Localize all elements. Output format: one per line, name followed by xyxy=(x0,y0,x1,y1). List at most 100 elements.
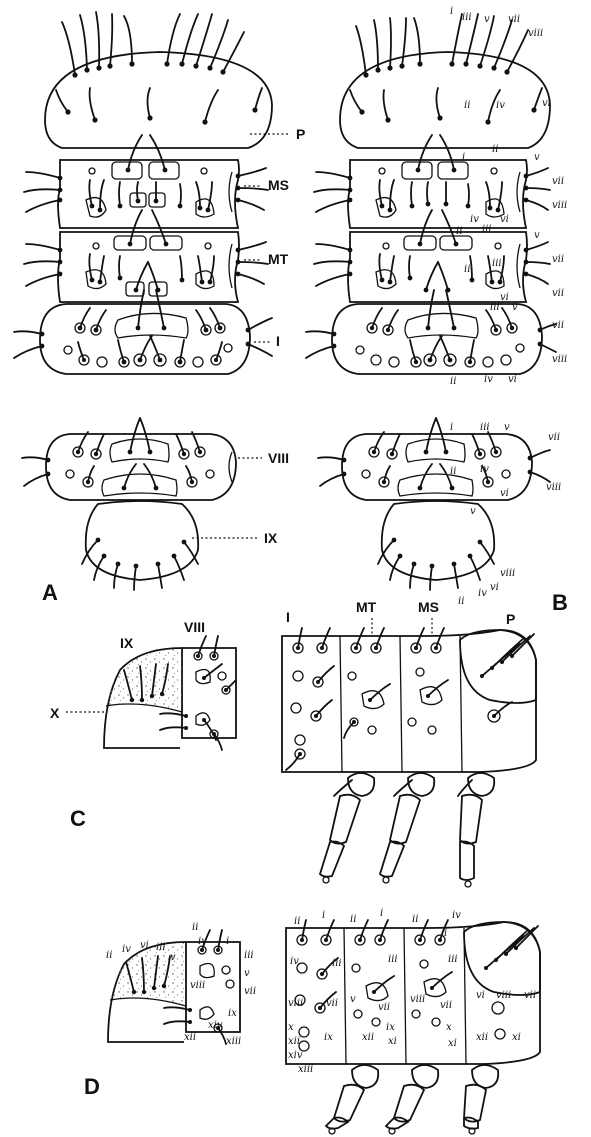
b-i-seta-viii: viii xyxy=(552,354,567,365)
d-abd-seta-xiii: xiii xyxy=(226,1036,241,1047)
b-ms-seta-vi: vi xyxy=(500,214,509,225)
b-viii-seta-v: v xyxy=(504,422,510,433)
d-abd-seta-ii: ii xyxy=(106,950,112,961)
d-th-seta-iii-2: iii xyxy=(388,954,398,965)
d-th-seta-v: v xyxy=(350,994,356,1005)
c-label-i: I xyxy=(286,609,290,625)
panel-c-label: C xyxy=(70,806,86,831)
b-viii-seta-ii: ii xyxy=(450,466,456,477)
d-abd-seta-iv: iv xyxy=(122,944,131,955)
b-viii-seta-i: i xyxy=(450,422,453,433)
b-ms-seta-i: i xyxy=(462,152,465,163)
b-p-seta-viii: viii xyxy=(528,28,543,39)
b-viii-seta-iv: iv xyxy=(480,464,489,475)
d-th-seta-xii-3: xii xyxy=(476,1032,488,1043)
pronotum-plate xyxy=(45,12,272,148)
abdominal-segment-viii-plate xyxy=(22,418,236,500)
d-th-seta-xiii: xiii xyxy=(298,1064,313,1075)
panel-b-label: B xyxy=(552,590,568,615)
label-mt: MT xyxy=(268,251,289,267)
d-th-seta-i-3: i xyxy=(444,928,447,939)
label-viii: VIII xyxy=(268,450,289,466)
d-abd-seta-v-2: v xyxy=(244,968,250,979)
d-th-seta-iii-3: iii xyxy=(448,954,458,965)
b-viii-seta-iii: iii xyxy=(480,422,490,433)
b-ix-seta-iv: iv xyxy=(478,588,487,599)
d-abd-seta-xii: xii xyxy=(184,1032,196,1043)
d-th-seta-vii: vii xyxy=(326,998,338,1009)
b-i-seta-vii: vii xyxy=(552,320,564,331)
b-ms-seta-v: v xyxy=(534,152,540,163)
c-abdomen-tip xyxy=(104,636,236,750)
b-mt-seta-vii: vii xyxy=(552,254,564,265)
b-p-seta-iii: iii xyxy=(462,12,472,23)
d-th-seta-xi: xi xyxy=(388,1036,397,1047)
c-label-mt: MT xyxy=(356,599,377,615)
c-label-ix: IX xyxy=(120,635,134,651)
panel-d-label: D xyxy=(84,1074,100,1099)
b-p-seta-iv: iv xyxy=(496,100,505,111)
d-th-seta-viii: viii xyxy=(288,998,303,1009)
d-abd-seta-iii-2: iii xyxy=(244,950,254,961)
d-th-seta-xii: xii xyxy=(288,1036,300,1047)
d-th-seta-vii-4: vii xyxy=(524,990,536,1001)
b-p-seta-vi: vi xyxy=(542,98,551,109)
metathorax-plate xyxy=(24,210,268,302)
label-p: P xyxy=(296,126,305,142)
d-th-seta-ii-2: ii xyxy=(350,914,356,925)
b-p-seta-vii: vii xyxy=(508,14,520,25)
d-th-seta-ii: ii xyxy=(294,916,300,927)
b-i-seta-ii: ii xyxy=(450,376,456,387)
mesothorax-plate xyxy=(24,135,268,228)
label-ms: MS xyxy=(268,177,289,193)
b-ix-seta-vi: vi xyxy=(490,582,499,593)
c-label-p: P xyxy=(506,611,515,627)
d-abd-seta-i: i xyxy=(226,936,229,947)
panel-b: i iii v vii viii ii iv vi xyxy=(306,6,568,615)
d-th-seta-x: x xyxy=(288,1022,294,1033)
d-th-seta-xi-3: xi xyxy=(512,1032,521,1043)
abdominal-segment-ix-plate xyxy=(82,501,198,590)
c-legs xyxy=(320,773,494,887)
b-viii-seta-vii: vii xyxy=(548,432,560,443)
d-abd-seta-iv-2: iv xyxy=(198,936,207,947)
d-abd-seta-xiv: xiv xyxy=(208,1020,223,1031)
label-i: I xyxy=(276,333,280,349)
d-th-seta-iii: iii xyxy=(332,958,342,969)
d-abd-seta-viii: viii xyxy=(190,980,205,991)
d-abd-seta-vi: vi xyxy=(140,940,149,951)
d-th-seta-viii-3: viii xyxy=(496,990,511,1001)
d-th-seta-ii-3: ii xyxy=(412,914,418,925)
d-th-seta-x-2: x xyxy=(446,1022,452,1033)
b-pronotum-plate xyxy=(340,14,550,148)
d-th-seta-iv: iv xyxy=(290,956,299,967)
b-viii-seta-viii: viii xyxy=(546,482,561,493)
panel-a-label: A xyxy=(42,580,58,605)
d-th-seta-ix: ix xyxy=(324,1032,333,1043)
d-th-seta-ix-2: ix xyxy=(386,1022,395,1033)
b-mt-seta-vii-2: vii xyxy=(552,288,564,299)
b-ms-seta-iii: iii xyxy=(482,224,492,235)
b-ix-seta-viii: viii xyxy=(500,568,515,579)
panel-c: IX VIII X xyxy=(50,599,536,887)
b-ms-seta-viii: viii xyxy=(552,200,567,211)
b-mesothorax-plate xyxy=(314,135,550,228)
d-abd-seta-ii-2: ii xyxy=(192,922,198,933)
b-mt-seta-v: v xyxy=(534,230,540,241)
d-th-seta-xiv: xiv xyxy=(288,1050,303,1061)
b-p-seta-ii: ii xyxy=(464,100,470,111)
d-th-seta-vii-2: vii xyxy=(378,1002,390,1013)
b-abdominal-segment-ix-plate xyxy=(378,501,494,590)
d-th-seta-vii-3: vii xyxy=(440,1000,452,1011)
b-ms-seta-vii: vii xyxy=(552,176,564,187)
b-mt-seta-ii-2: ii xyxy=(464,264,470,275)
b-mt-seta-ii: ii xyxy=(456,226,462,237)
d-th-seta-viii-2: viii xyxy=(410,994,425,1005)
panel-a: P xyxy=(14,12,305,605)
d-th-seta-vi: vi xyxy=(476,990,485,1001)
b-mt-seta-vi: vi xyxy=(500,292,509,303)
d-th-seta-xii-2: xii xyxy=(362,1032,374,1043)
d-th-seta-i-2: i xyxy=(380,908,383,919)
b-p-seta-i: i xyxy=(450,6,453,17)
